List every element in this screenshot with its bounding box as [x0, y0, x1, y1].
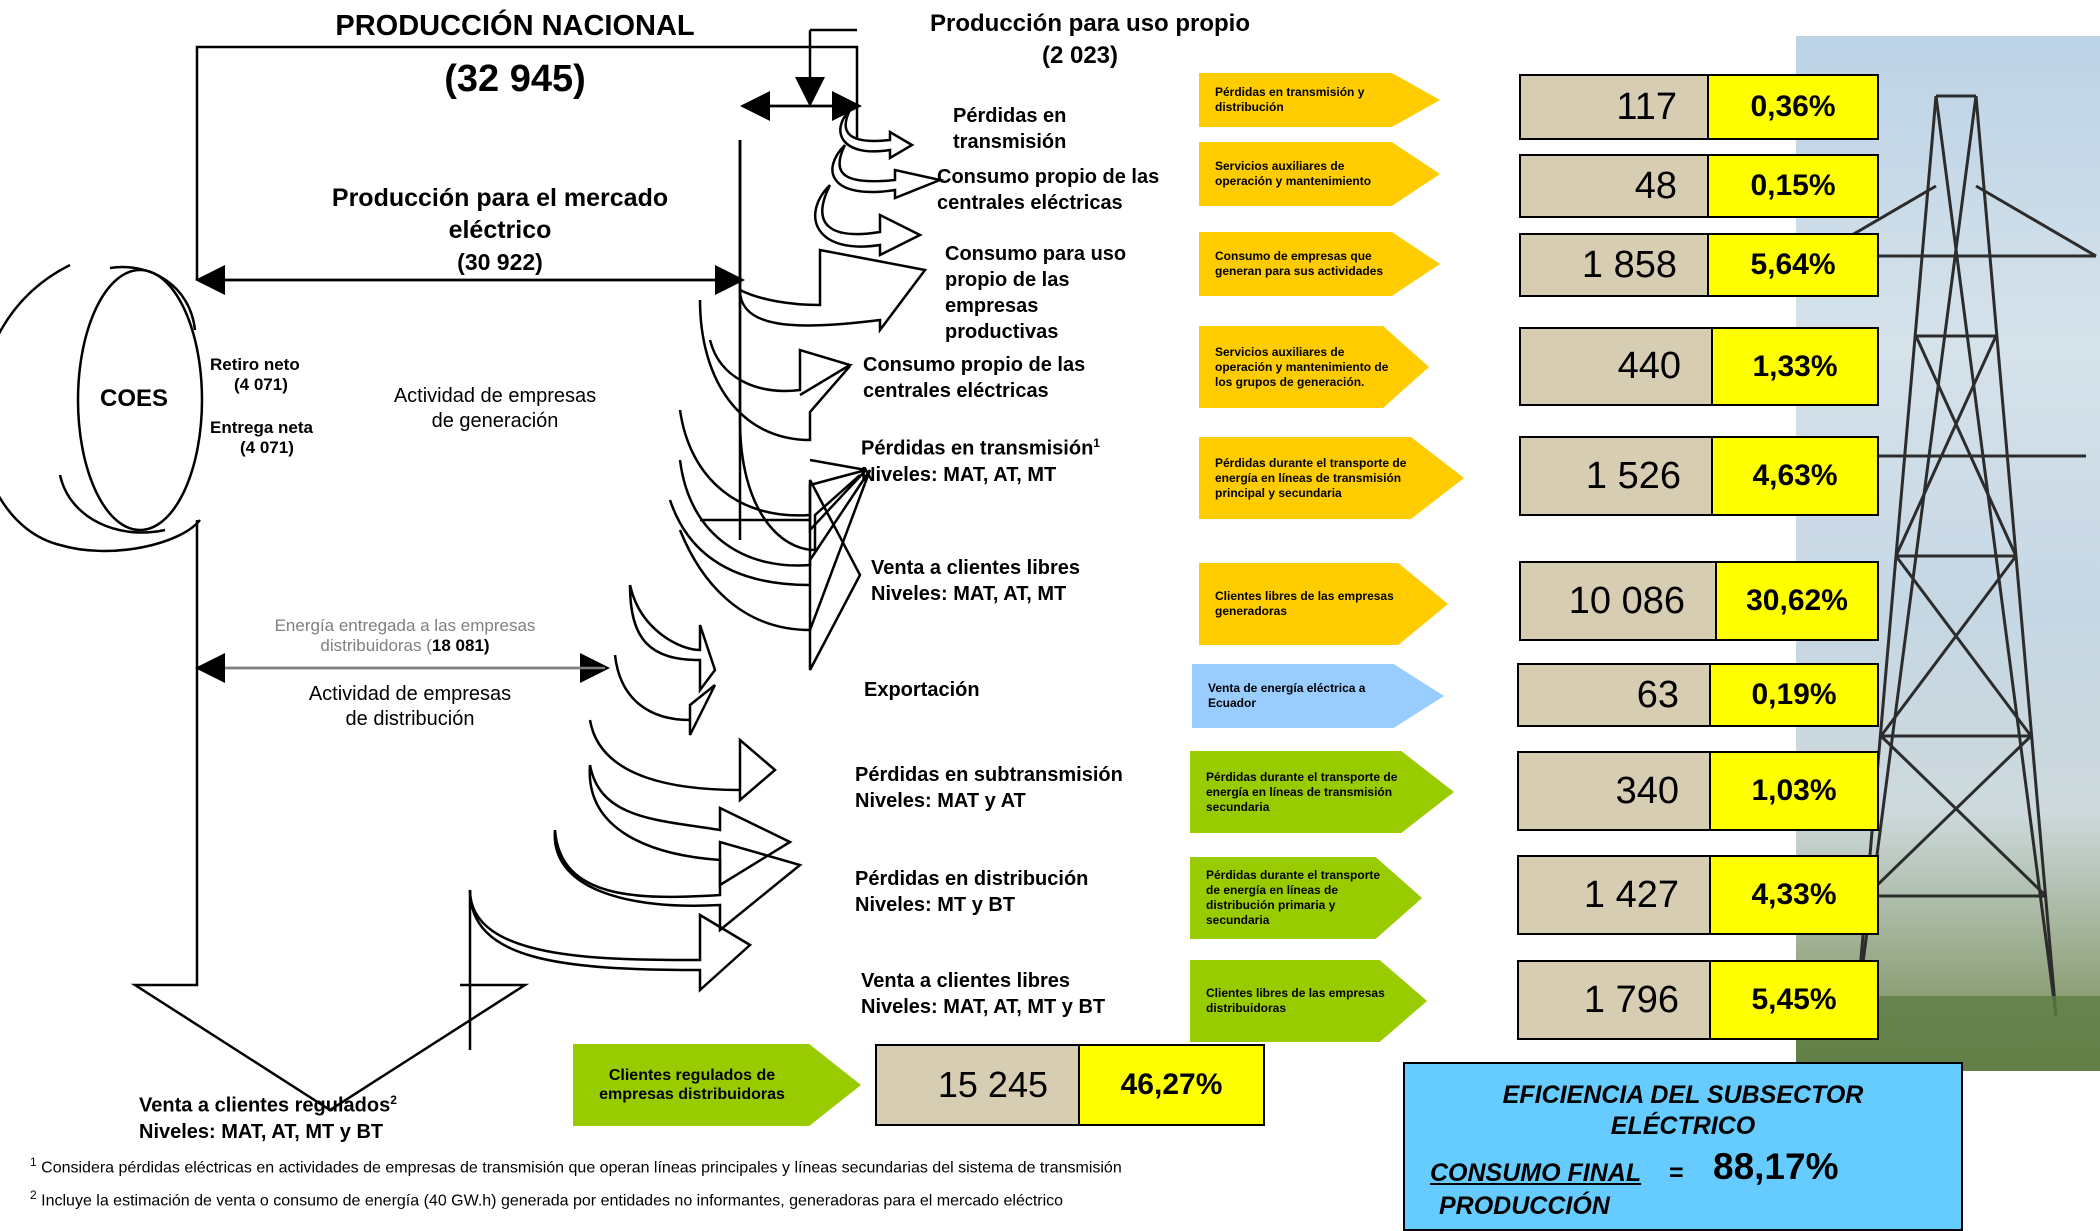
retiro-value: (4 071) [234, 375, 288, 394]
efficiency-value: 88,17% [1713, 1146, 1839, 1187]
market-label-line1: Producción para el mercado [331, 184, 669, 212]
efficiency-equals: = [1669, 1159, 1684, 1187]
entrega-value: (4 071) [240, 438, 294, 457]
distribution-activity: Actividad de empresas de distribución [265, 682, 555, 732]
generation-activity: Actividad de empresas de generación [350, 384, 640, 434]
footnote-2-sup: 2 [30, 1188, 37, 1202]
market-value: (30 922) [457, 249, 543, 275]
efficiency-box: EFICIENCIA DEL SUBSECTOR ELÉCTRICO CONSU… [1403, 1062, 1963, 1231]
row-label-1: Pérdidas en transmisión [953, 105, 1067, 153]
row-label-2: Consumo propio de las centrales eléctric… [937, 166, 1160, 214]
row-pct-6: 30,62% [1715, 561, 1879, 641]
coes-retiro: Retiro neto (4 071) [210, 355, 300, 395]
row-label-7: Exportación [864, 679, 980, 701]
row-value-10: 1 796 [1517, 960, 1711, 1040]
market-label: Producción para el mercado eléctrico (30… [290, 182, 710, 278]
row-label-5-sup: 1 [1093, 436, 1100, 450]
row-tag-5: Pérdidas durante el transporte de energí… [1199, 437, 1464, 519]
row-tag-1: Pérdidas en transmisión y distribución [1199, 73, 1440, 127]
row-tag-6: Clientes libres de las empresas generado… [1199, 563, 1448, 645]
row-label-10-levels: Niveles: MAT, AT, MT y BT [861, 996, 1106, 1018]
regulated-tag: Clientes regulados de empresas distribui… [573, 1044, 861, 1126]
generation-line1: Actividad de empresas [393, 385, 597, 407]
distribution-line1: Actividad de empresas [308, 683, 512, 705]
row-label-6-levels: Niveles: MAT, AT, MT [871, 583, 1067, 605]
efficiency-title1: EFICIENCIA DEL SUBSECTOR [1502, 1081, 1864, 1109]
row-pct-1: 0,36% [1707, 74, 1879, 140]
row-label-4: Consumo propio de las centrales eléctric… [863, 354, 1086, 402]
footnote-2: 2 Incluye la estimación de venta o consu… [30, 1188, 1063, 1210]
row-value-3: 1 858 [1519, 233, 1709, 297]
row-label-9: Pérdidas en distribución Niveles: MT y B… [855, 866, 1175, 918]
entrega-label: Entrega neta [210, 418, 313, 437]
row-label-6: Venta a clientes libres Niveles: MAT, AT… [871, 555, 1171, 607]
coes-entrega: Entrega neta (4 071) [210, 418, 313, 458]
footnote-1: 1 Considera pérdidas eléctricas en activ… [30, 1155, 1122, 1177]
row-label-10-text: Venta a clientes libres [861, 970, 1070, 992]
row-label-5-levels: Niveles: MAT, AT, MT [861, 463, 1057, 486]
row-pct-7: 0,19% [1709, 663, 1879, 727]
row-value-2: 48 [1519, 154, 1709, 218]
generation-line2: de generación [431, 410, 559, 432]
row-tag-3: Consumo de empresas que generan para sus… [1199, 232, 1440, 296]
own-use-label: Producción para uso propio [929, 10, 1251, 37]
row-value-5: 1 526 [1519, 436, 1713, 516]
row-tag-4: Servicios auxiliares de operación y mant… [1199, 326, 1429, 408]
efficiency-numerator: CONSUMO FINAL [1430, 1159, 1642, 1187]
row-value-1: 117 [1519, 74, 1709, 140]
row-tag-10: Clientes libres de las empresas distribu… [1190, 960, 1427, 1042]
coes-label: COES [100, 385, 169, 412]
row-tag-8: Pérdidas durante el transporte de energí… [1190, 751, 1454, 833]
tower-icon [1796, 94, 2100, 1071]
retiro-label: Retiro neto [210, 355, 300, 374]
row-label-9-text: Pérdidas en distribución [855, 868, 1089, 890]
footnote-2-text: Incluye la estimación de venta o consumo… [41, 1192, 1064, 1210]
row-pct-5: 4,63% [1711, 436, 1879, 516]
row-value-4: 440 [1519, 327, 1713, 406]
row-pct-10: 5,45% [1709, 960, 1879, 1040]
footnote-1-sup: 1 [30, 1155, 37, 1169]
row-value-8: 340 [1517, 751, 1711, 831]
own-use-value: (2 023) [1041, 42, 1119, 69]
efficiency-title2: ELÉCTRICO [1610, 1112, 1756, 1140]
row-pct-3: 5,64% [1707, 233, 1879, 297]
row-value-7: 63 [1517, 663, 1711, 727]
row-label-8-levels: Niveles: MAT y AT [855, 790, 1026, 812]
distribution-line2: de distribución [345, 708, 475, 730]
efficiency-denominator: PRODUCCIÓN [1439, 1192, 1610, 1220]
row-pct-2: 0,15% [1707, 154, 1879, 218]
market-label-line2: eléctrico [448, 216, 552, 244]
row-label-6-text: Venta a clientes libres [871, 557, 1080, 579]
page-title: PRODUCCIÓN NACIONAL [335, 10, 695, 42]
regulated-label: Venta a clientes regulados2 Niveles: MAT… [139, 1087, 397, 1145]
delivered-value: 18 081) [431, 636, 490, 655]
delivered-line1: Energía entregada a las empresas [274, 616, 536, 635]
regulated-levels: Niveles: MAT, AT, MT y BT [139, 1120, 384, 1143]
row-label-10: Venta a clientes libres Niveles: MAT, AT… [861, 968, 1191, 1020]
row-label-3: Consumo para uso propio de las empresas … [945, 243, 1127, 343]
row-tag-9: Pérdidas durante el transporte de energí… [1190, 857, 1422, 939]
row-label-8: Pérdidas en subtransmisión Niveles: MAT … [855, 762, 1175, 814]
row-label-8-text: Pérdidas en subtransmisión [855, 764, 1123, 786]
regulated-value: 15 245 [875, 1044, 1080, 1126]
row-value-9: 1 427 [1517, 855, 1711, 935]
row-tag-2: Servicios auxiliares de operación y mant… [1199, 142, 1440, 206]
row-label-9-levels: Niveles: MT y BT [855, 894, 1016, 916]
row-pct-9: 4,33% [1709, 855, 1879, 935]
efficiency-title: EFICIENCIA DEL SUBSECTOR ELÉCTRICO [1405, 1080, 1961, 1142]
row-pct-4: 1,33% [1711, 327, 1879, 406]
row-label-5-text: Pérdidas en transmisión [861, 437, 1094, 460]
row-tag-7: Venta de energía eléctrica a Ecuador [1192, 664, 1444, 728]
regulated-label-text: Venta a clientes regulados [139, 1094, 391, 1117]
regulated-pct: 46,27% [1078, 1044, 1265, 1126]
delivered-line2-prefix: distribuidoras ( [320, 636, 432, 655]
regulated-sup: 2 [390, 1093, 397, 1107]
delivered-energy: Energía entregada a las empresas distrib… [240, 616, 570, 656]
row-label-5: Pérdidas en transmisión1 Niveles: MAT, A… [861, 430, 1181, 488]
row-pct-8: 1,03% [1709, 751, 1879, 831]
total-production: (32 945) [444, 58, 586, 100]
footnote-1-text: Considera pérdidas eléctricas en activid… [41, 1159, 1122, 1177]
row-value-6: 10 086 [1519, 561, 1717, 641]
